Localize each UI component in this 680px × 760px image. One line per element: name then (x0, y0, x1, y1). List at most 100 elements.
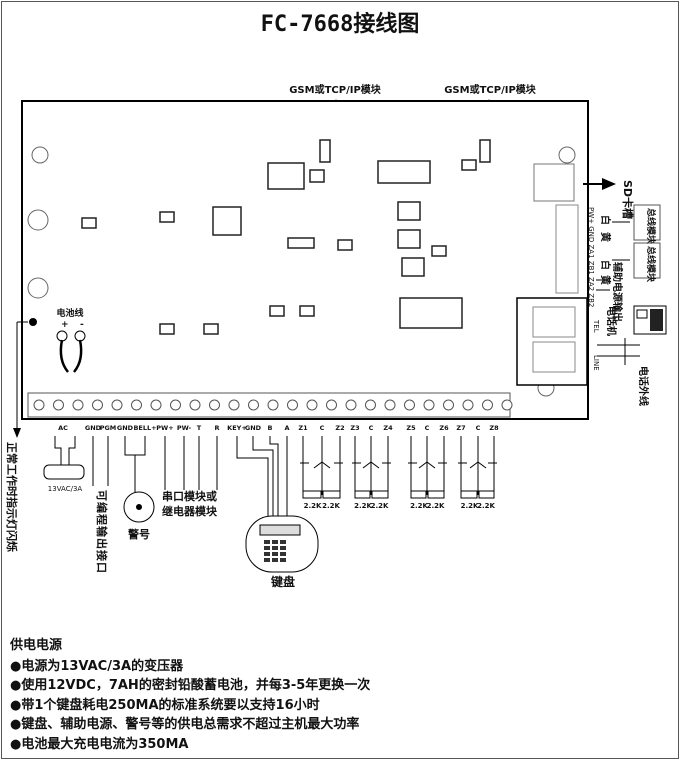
keypad-wire (269, 436, 279, 518)
ic-chip (159, 211, 175, 223)
note-item: ●键盘、辅助电源、警号等的供电总需求不超过主机最大功率 (10, 717, 360, 732)
terminal-label-c: C (369, 424, 374, 432)
ic-chip (309, 169, 325, 183)
terminal-label-pw: PW+ (156, 424, 173, 432)
terminal-label-gnd: GND (245, 424, 262, 432)
terminal-screw[interactable] (443, 399, 454, 411)
ic-chip (479, 139, 491, 163)
keypad-label: 键盘 (270, 574, 295, 589)
terminal-screw[interactable] (189, 399, 201, 411)
resistor-icon (478, 490, 495, 499)
transformer-label: 13VAC/3A (48, 485, 83, 493)
terminal-screw[interactable] (306, 399, 318, 411)
note-item: ●带1个键盘耗电250MA的标准系统要以支持16小时 (10, 697, 320, 713)
terminal-label-c: C (425, 424, 430, 432)
line-jack[interactable] (532, 341, 576, 373)
terminal-screw[interactable] (462, 399, 474, 411)
wire-color-white: 白 (599, 215, 612, 225)
terminal-screw[interactable] (72, 399, 84, 411)
terminal-screw[interactable] (345, 399, 357, 411)
terminal-screw[interactable] (170, 399, 181, 411)
outside-line-label: 电话外线 (637, 366, 650, 406)
mount-hole (558, 146, 576, 164)
resistor-icon (354, 490, 371, 499)
sd-card-slot (533, 163, 575, 202)
terminal-label-key: KEY+ (227, 424, 247, 432)
aux-power-label: 辅助电源输出 (611, 262, 624, 322)
resistor-value: 2.2K (354, 502, 372, 510)
bus-terminal-labels: PW+ GND ZA1 ZB1 ZA2 ZB2 (587, 207, 595, 307)
relay-module-label-1: 串口模块或 (162, 489, 217, 503)
keypad-key (264, 558, 270, 562)
resistor-value: 2.2K (461, 502, 479, 510)
ic-chip (431, 245, 447, 257)
mount-hole (27, 209, 49, 231)
resistor-value: 2.2K (410, 502, 428, 510)
terminal-label-a: A (284, 424, 289, 432)
note-item: ●使用12VDC，7AH的密封铅酸蓄电池，并每3-5年更换一次 (10, 678, 371, 693)
bus-module-label: 总线模块 (645, 246, 657, 283)
terminal-screw[interactable] (228, 399, 240, 411)
ic-chip (397, 201, 421, 221)
terminal-screw[interactable] (287, 399, 298, 411)
resistor-icon (371, 490, 389, 499)
bus-module-box (633, 204, 661, 241)
terminal-label-z5: Z5 (406, 424, 416, 432)
keypad-key (272, 558, 278, 562)
terminal-label-z3: Z3 (350, 424, 359, 432)
ic-chip (337, 239, 353, 251)
battery-minus: - (80, 320, 84, 330)
terminal-screw[interactable] (482, 399, 493, 411)
terminal-screw[interactable] (92, 399, 103, 411)
ic-chip (299, 305, 315, 317)
terminal-screw[interactable] (150, 399, 162, 411)
keypad-key (280, 558, 286, 562)
terminal-screw[interactable] (209, 399, 220, 411)
tel-jack[interactable] (532, 306, 576, 338)
terminal-label-z8: Z8 (489, 424, 499, 432)
terminal-label-pw: PW- (177, 424, 192, 432)
terminal-screw[interactable] (326, 399, 337, 411)
keypad-key (272, 540, 278, 544)
bus-module-box (633, 242, 661, 279)
terminal-screw[interactable] (248, 399, 259, 411)
note-item: ●电源为13VAC/3A的变压器 (10, 658, 184, 674)
notes-heading: 供电电源 (10, 638, 63, 653)
telephone-icon (633, 305, 667, 335)
resistor-value: 2.2K (427, 502, 445, 510)
terminal-label-c: C (476, 424, 481, 432)
zone-switch (458, 461, 497, 469)
ic-chip (397, 229, 421, 249)
terminal-screw[interactable] (404, 399, 415, 411)
terminal-screw[interactable] (384, 399, 396, 411)
terminal-label-z7: Z7 (456, 424, 465, 432)
ic-chip (287, 237, 315, 249)
terminal-screw[interactable] (365, 399, 376, 411)
telephone-label: 电话机 (605, 306, 618, 336)
siren-label: 警号 (127, 527, 150, 541)
wire-color-yellow: 黄 (599, 232, 612, 242)
board-components (81, 139, 491, 335)
terminal-screw[interactable] (501, 399, 513, 411)
terminal-screw[interactable] (33, 399, 45, 411)
ac-wire (54, 436, 76, 465)
wire-color-white: 白 (599, 260, 612, 270)
keypad-wire (252, 436, 274, 518)
terminal-screw[interactable] (53, 399, 64, 411)
power-notes: 供电电源 ●电源为13VAC/3A的变压器 ●使用12VDC，7AH的密封铅酸蓄… (10, 636, 370, 754)
keypad-key (272, 546, 278, 550)
relay-module-label-2: 继电器模块 (162, 504, 218, 518)
terminal-screw[interactable] (423, 399, 435, 411)
note-item: ●电池最大充电电流为350MA (10, 736, 189, 752)
terminal-screw[interactable] (267, 399, 279, 411)
battery-label: 电池线 (56, 307, 83, 319)
terminal-screw[interactable] (111, 399, 123, 411)
battery-plus: + (61, 320, 69, 330)
ic-chip (212, 206, 242, 236)
terminal-screw[interactable] (131, 399, 142, 411)
gsm-module-label-left: GSM或TCP/IP模块 (289, 83, 382, 96)
zone-wire (302, 436, 341, 495)
terminal-label-c: C (320, 424, 325, 432)
